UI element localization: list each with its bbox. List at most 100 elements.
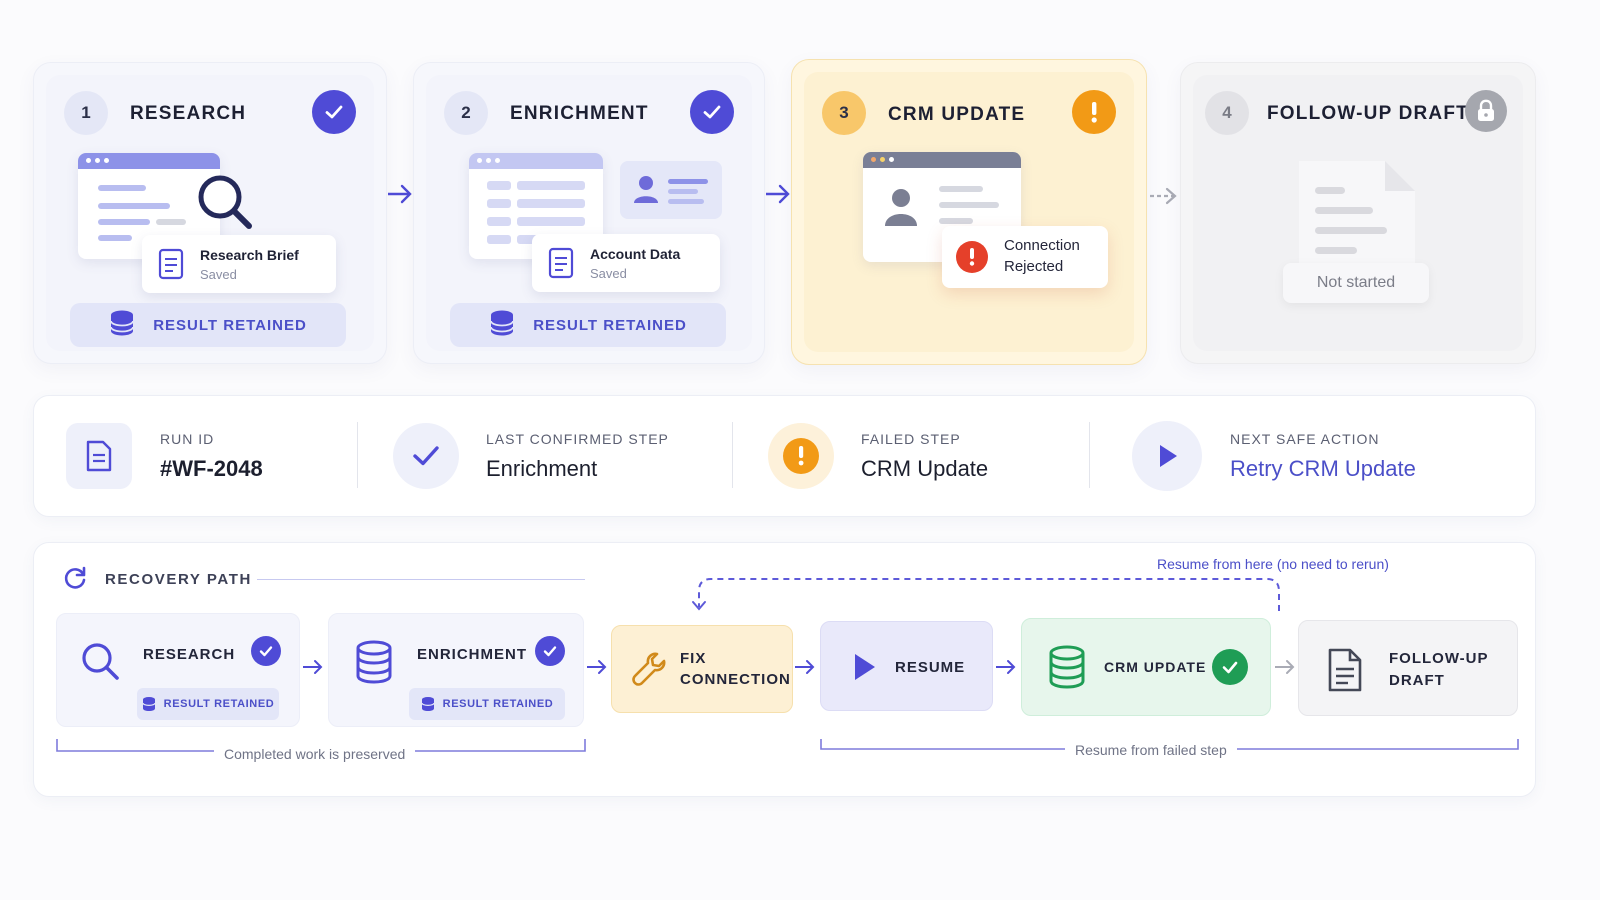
database-icon xyxy=(109,309,135,341)
run-summary-bar: RUN ID #WF-2048 LAST CONFIRMED STEP Enri… xyxy=(33,395,1536,517)
divider xyxy=(732,422,733,488)
database-icon xyxy=(355,640,393,691)
recovery-path-title: RECOVERY PATH xyxy=(105,571,252,588)
step-title: RESEARCH xyxy=(130,103,247,124)
step-title: CRM UPDATE xyxy=(888,104,1026,125)
document-icon xyxy=(548,247,574,284)
lock-icon xyxy=(1465,90,1507,132)
warning-icon xyxy=(783,438,819,474)
flow-arrow-icon xyxy=(996,660,1016,674)
recovery-node-research[interactable]: RESEARCH RESULT RETAINED xyxy=(56,613,300,727)
result-retained-badge: RESULT RETAINED xyxy=(70,303,346,347)
step-number: 1 xyxy=(64,91,108,135)
flow-arrow-dashed-icon xyxy=(1148,184,1180,213)
resume-note: Resume from here (no need to rerun) xyxy=(1157,556,1389,572)
check-icon xyxy=(312,90,356,134)
step-card-follow-up-draft[interactable]: 4 FOLLOW-UP DRAFT Not started xyxy=(1180,62,1536,364)
node-label-line2: DRAFT xyxy=(1389,672,1445,689)
check-icon xyxy=(393,423,459,489)
result-retained-badge: RESULT RETAINED xyxy=(450,303,726,347)
divider xyxy=(1089,422,1090,488)
result-retained-badge: RESULT RETAINED xyxy=(409,688,565,720)
database-icon xyxy=(421,697,435,711)
completed-note: Completed work is preserved xyxy=(214,746,416,762)
check-icon xyxy=(1212,649,1248,685)
resume-loop-dashed-arrow xyxy=(692,578,1280,611)
node-label: ENRICHMENT xyxy=(417,646,527,663)
artifact-card[interactable]: Research Brief Saved xyxy=(142,235,336,293)
database-icon xyxy=(489,309,515,341)
id-card-icon xyxy=(620,161,722,219)
check-icon xyxy=(535,636,565,666)
document-icon xyxy=(86,440,112,472)
step-number: 4 xyxy=(1205,91,1249,135)
error-card[interactable]: Connection Rejected xyxy=(942,226,1108,288)
warning-icon xyxy=(1072,90,1116,134)
node-label-line2: CONNECTION xyxy=(680,671,791,688)
recovery-node-enrichment[interactable]: ENRICHMENT RESULT RETAINED xyxy=(328,613,584,727)
failed-step-label: FAILED STEP xyxy=(861,431,961,447)
not-started-label: Not started xyxy=(1283,263,1429,303)
result-retained-label: RESULT RETAINED xyxy=(533,316,687,334)
flow-arrow-icon xyxy=(764,182,792,211)
result-retained-badge: RESULT RETAINED xyxy=(137,688,279,720)
step-title: ENRICHMENT xyxy=(510,103,649,124)
next-action-label: NEXT SAFE ACTION xyxy=(1230,431,1380,447)
not-started-text: Not started xyxy=(1316,274,1396,291)
search-icon xyxy=(79,640,121,687)
step-number: 3 xyxy=(822,91,866,135)
badge-label: RESULT RETAINED xyxy=(163,698,275,710)
last-confirmed-value: Enrichment xyxy=(486,456,598,481)
error-message-line1: Connection xyxy=(1004,237,1080,254)
document-icon xyxy=(158,248,184,285)
recovery-node-follow-up-draft[interactable]: FOLLOW-UP DRAFT xyxy=(1298,620,1518,716)
flow-arrow-icon xyxy=(587,660,607,674)
error-icon xyxy=(956,241,988,273)
run-id-icon-tile xyxy=(66,423,132,489)
flow-arrow-icon xyxy=(1275,660,1295,674)
step-card-enrichment[interactable]: 2 ENRICHMENT Account Data Saved RESULT R… xyxy=(413,62,765,364)
error-message-line2: Rejected xyxy=(1004,258,1064,275)
recovery-node-fix-connection[interactable]: FIX CONNECTION xyxy=(611,625,793,713)
result-retained-label: RESULT RETAINED xyxy=(153,316,307,334)
step-title: FOLLOW-UP DRAFT xyxy=(1267,103,1469,124)
recovery-node-crm-update[interactable]: CRM UPDATE xyxy=(1021,618,1271,716)
database-icon xyxy=(1048,645,1086,696)
run-id-value: #WF-2048 xyxy=(160,456,263,481)
header-rule xyxy=(257,579,585,580)
artifact-title: Research Brief xyxy=(200,247,299,263)
recovery-path-panel: RECOVERY PATH Resume from here (no need … xyxy=(33,542,1536,797)
artifact-title: Account Data xyxy=(590,246,681,262)
artifact-card[interactable]: Account Data Saved xyxy=(532,234,720,292)
artifact-status: Saved xyxy=(590,266,627,281)
play-icon[interactable] xyxy=(1132,421,1202,491)
last-confirmed-label: LAST CONFIRMED STEP xyxy=(486,431,669,447)
run-id-label: RUN ID xyxy=(160,431,215,447)
recovery-node-resume[interactable]: RESUME xyxy=(820,621,993,711)
badge-label: RESULT RETAINED xyxy=(442,698,554,710)
artifact-status: Saved xyxy=(200,267,237,282)
node-label: CRM UPDATE xyxy=(1104,659,1207,675)
step-card-crm-update[interactable]: 3 CRM UPDATE Connection Rejected xyxy=(791,59,1147,365)
step-card-research[interactable]: 1 RESEARCH Research Brief Saved RESULT R… xyxy=(33,62,387,364)
database-icon xyxy=(142,697,156,711)
refresh-icon xyxy=(62,565,88,596)
check-icon xyxy=(251,636,281,666)
failed-step-value: CRM Update xyxy=(861,456,989,481)
resume-failed-note: Resume from failed step xyxy=(1065,742,1237,758)
node-label: RESEARCH xyxy=(143,646,236,663)
flow-arrow-icon xyxy=(303,660,323,674)
user-profile-icon xyxy=(881,184,921,235)
play-icon xyxy=(851,652,877,687)
check-icon xyxy=(690,90,734,134)
magnifier-icon xyxy=(194,171,256,238)
step-number: 2 xyxy=(444,91,488,135)
retry-crm-update-link[interactable]: Retry CRM Update xyxy=(1230,456,1416,481)
document-icon xyxy=(1327,647,1363,698)
flow-arrow-icon xyxy=(795,660,815,674)
wrench-icon xyxy=(630,650,668,693)
node-label: RESUME xyxy=(895,659,966,676)
failed-step-icon-tile xyxy=(768,423,834,489)
divider xyxy=(357,422,358,488)
flow-arrow-icon xyxy=(386,182,414,211)
